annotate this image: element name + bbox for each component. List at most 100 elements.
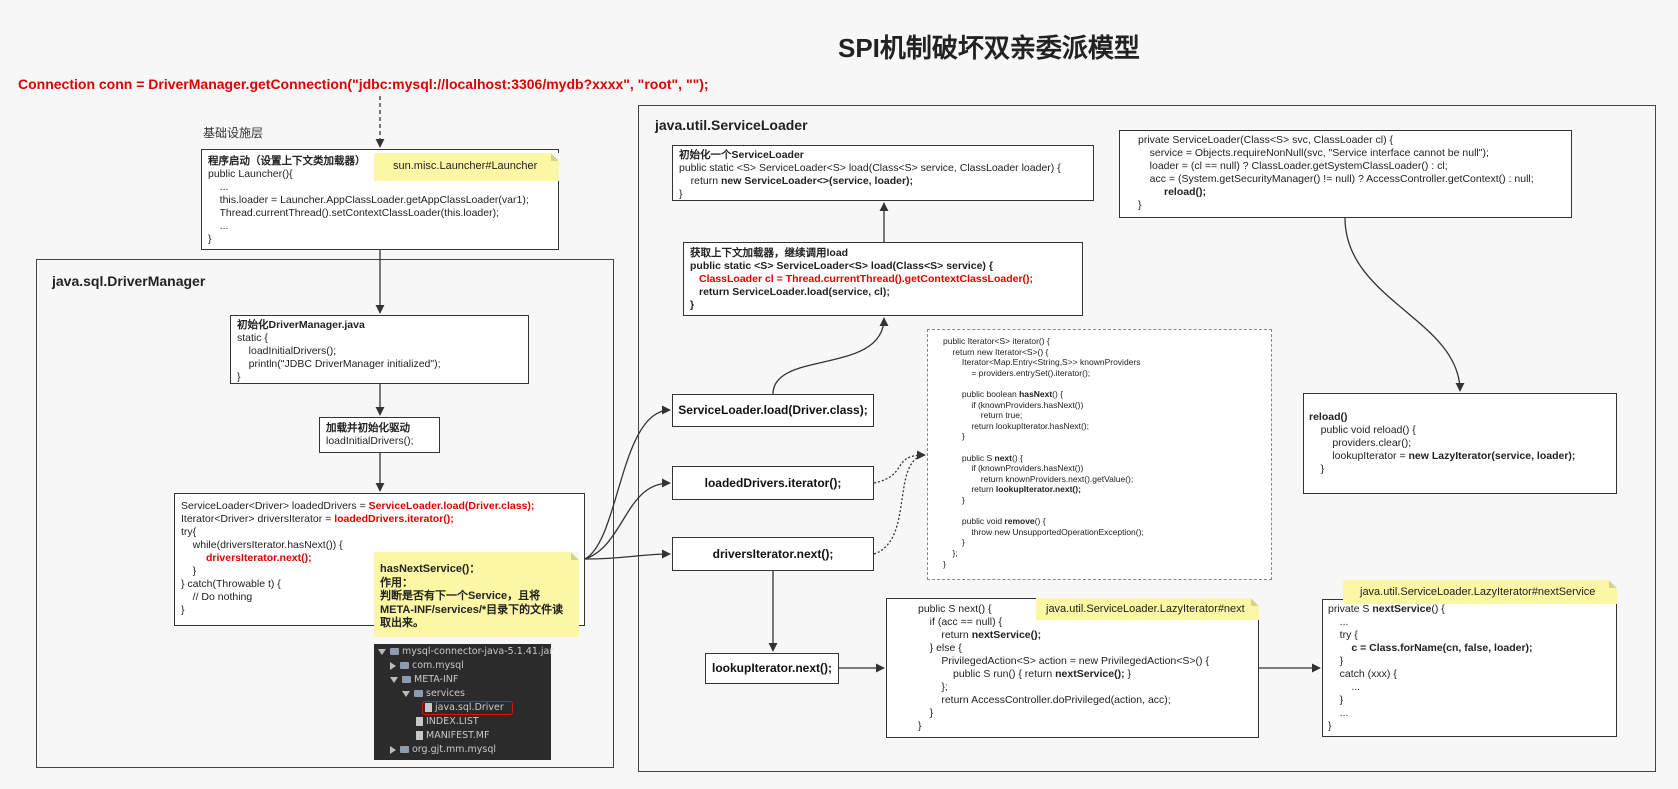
sl-ctor-line6: } [1138, 199, 1142, 211]
iterator-code-line: public S next() { [943, 452, 1023, 463]
hasnext-note-line: 取出来。 [380, 617, 424, 629]
iterator-code-line: } [943, 495, 965, 505]
iterator-code-line: Iterator<Map.Entry<String,S>> knownProvi… [943, 357, 1141, 368]
sl-reload-line2: public void reload() { [1309, 424, 1416, 436]
arrow-code-to-iterator [584, 478, 671, 560]
package-icon [400, 662, 409, 669]
lazy-next-note: java.util.ServiceLoader.LazyIterator#nex… [1036, 598, 1259, 620]
tree-services: services [402, 687, 465, 701]
service-loader-region [638, 105, 1656, 772]
dm-code-line1: ServiceLoader<Driver> loadedDrivers = Se… [181, 500, 534, 513]
iterator-code-line: = providers.entrySet().iterator(); [943, 367, 1091, 378]
launcher-line: public Launcher(){ [208, 168, 293, 180]
hasnext-note-line: 判断是否有下一个Service，且将 [380, 590, 541, 602]
next-service-code-line: } [1328, 720, 1332, 732]
dm-code-line5: driversIterator.next(); [206, 552, 312, 564]
next-service-code-line: ... [1328, 707, 1349, 719]
next-service-code-line: c = Class.forName(cn, false, loader); [1351, 642, 1533, 654]
tree-com-mysql: com.mysql [390, 659, 464, 673]
dm-code-line3: try{ [181, 526, 197, 538]
dm-code-line4: while(driversIterator.hasNext()) { [181, 539, 343, 551]
arrow-code-to-next [584, 549, 671, 560]
tree-org-gjt: org.gjt.mm.mysql [390, 743, 496, 757]
sl-ctx-line4: } [690, 299, 695, 311]
iterator-code-line: throw new UnsupportedOperationException(… [943, 526, 1144, 537]
hasnext-note-line: 作用： [380, 576, 413, 589]
lazy-next-code-line: } [918, 707, 934, 719]
lazy-next-code-line: public S run() { return nextService(); } [918, 668, 1132, 680]
dm-code-line2: Iterator<Driver> driversIterator = loade… [181, 513, 454, 526]
hasnext-note: hasNextService()： 作用： 判断是否有下一个Service，且将… [374, 552, 579, 637]
service-loader-title: java.util.ServiceLoader [655, 117, 808, 133]
next-service-box [1322, 599, 1617, 737]
iterator-code-line: public boolean hasNext() { [943, 389, 1064, 399]
sl-constructor-box: private ServiceLoader(Class<S> svc, Clas… [1119, 130, 1572, 218]
sl-reload-line5: } [1309, 463, 1325, 475]
dm-code-l2a: Iterator<Driver> driversIterator = [181, 513, 335, 525]
folder-icon [402, 676, 411, 683]
tree-meta-inf: META-INF [390, 673, 458, 687]
sl-context-box: 获取上下文加载器，继续调用load public static <S> Serv… [683, 242, 1083, 316]
sl-ctor-line5: reload(); [1164, 186, 1206, 198]
next-service-note-text: java.util.ServiceLoader.LazyIterator#nex… [1360, 586, 1596, 598]
launcher-note-text: sun.misc.Launcher#Launcher [393, 160, 538, 172]
file-icon [416, 731, 423, 740]
iterator-code-line: return true; [943, 410, 1023, 421]
file-icon [416, 717, 423, 726]
lazy-next-code-line: if (acc == null) { [918, 616, 1003, 628]
sl-init-header: 初始化一个ServiceLoader [679, 149, 804, 161]
collapse-icon [390, 745, 396, 754]
lazy-next-code-line: }; [918, 681, 948, 693]
iterator-code-panel [927, 329, 1272, 580]
lazy-next-code-line: } [918, 720, 922, 732]
iterator-code-line: }; [943, 548, 958, 558]
sl-ctor-line3: loader = (cl == null) ? ClassLoader.getS… [1138, 160, 1448, 172]
sl-ctx-header: 获取上下文加载器，继续调用load [690, 247, 849, 259]
sl-reload-line3: providers.clear(); [1309, 437, 1412, 449]
iterator-code-line: return lookupIterator.hasNext(); [943, 420, 1089, 431]
iterator-code-line: } [943, 537, 965, 548]
next-service-code-line: } [1328, 655, 1344, 667]
iterator-code-line: return new Iterator<S>() { [943, 346, 1049, 357]
expand-icon [390, 676, 398, 683]
dm-load-box: 加载并初始化驱动 loadInitialDrivers(); [319, 417, 440, 453]
dm-code-line9: } [181, 604, 185, 616]
hasnext-note-line: META-INF/services/*目录下的文件读 [380, 603, 564, 616]
infra-layer-label: 基础设施层 [203, 126, 264, 140]
connection-code-line: Connection conn = DriverManager.getConne… [18, 76, 709, 92]
lazy-next-code-line: public S next() { [918, 603, 992, 615]
next-service-code-line: catch (xxx) { [1328, 668, 1397, 680]
arrow-sl-load-to-context [772, 317, 889, 395]
dm-init-box: 初始化DriverManager.java static { loadIniti… [230, 315, 529, 384]
next-service-code-line: } [1328, 694, 1344, 706]
package-icon [400, 746, 409, 753]
folder-icon [414, 690, 423, 697]
next-service-code-line: private S nextService() { [1328, 603, 1445, 615]
launcher-line: ... [208, 181, 229, 193]
iterator-code-line: public void remove() { [943, 516, 1046, 527]
dm-init-line: println("JDBC DriverManager initialized"… [237, 358, 441, 370]
lazy-next-box [886, 598, 1259, 738]
sl-ctx-line1: public static <S> ServiceLoader<S> load(… [690, 260, 993, 272]
sl-reload-line1: reload() [1309, 411, 1348, 423]
dm-load-line: loadInitialDrivers(); [326, 435, 414, 447]
sl-init-line1: public static <S> ServiceLoader<S> load(… [679, 162, 1061, 174]
page-title: SPI机制破坏双亲委派模型 [838, 33, 1140, 63]
sl-init-box: 初始化一个ServiceLoader public static <S> Ser… [672, 145, 1094, 201]
tree-index-list: INDEX.LIST [416, 715, 479, 729]
launcher-line: Thread.currentThread().setContextClassLo… [208, 207, 500, 219]
dm-init-line: loadInitialDrivers(); [237, 345, 337, 357]
node-driversiterator-next: driversIterator.next(); [672, 537, 874, 571]
sl-ctor-line4: acc = (System.getSecurityManager() != nu… [1138, 173, 1534, 185]
file-icon [425, 703, 432, 712]
next-service-code-line: ... [1328, 681, 1361, 693]
tree-jar: mysql-connector-java-5.1.41.jar [378, 645, 553, 659]
dm-code-line6: } [181, 565, 197, 577]
driver-manager-region [36, 259, 614, 768]
iterator-code-line: if (knownProviders.hasNext()) [943, 463, 1084, 474]
next-service-code-line: ... [1328, 616, 1349, 628]
sl-ctor-line2: service = Objects.requireNonNull(svc, "S… [1138, 147, 1489, 159]
dotted-iterator-to-panel [873, 450, 926, 484]
sl-ctx-line2: ClassLoader cl = Thread.currentThread().… [699, 273, 1034, 285]
